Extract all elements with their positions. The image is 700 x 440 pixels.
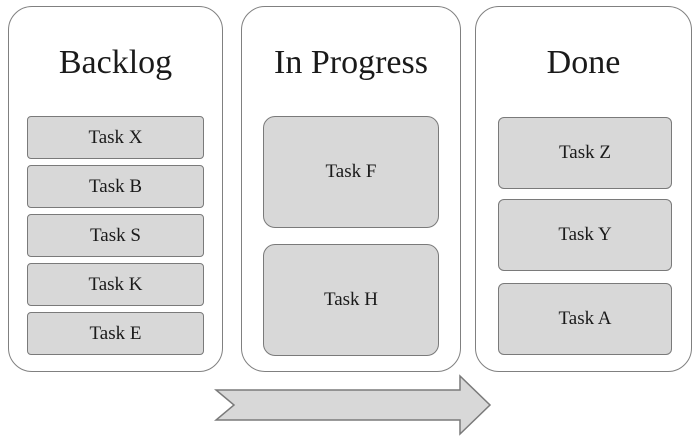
column-in-progress: In Progress Task F Task H (241, 6, 461, 372)
task-card[interactable]: Task H (263, 244, 439, 356)
column-title-in-progress: In Progress (274, 44, 428, 81)
task-card[interactable]: Task X (27, 116, 204, 159)
column-backlog: Backlog Task X Task B Task S Task K Task… (8, 6, 223, 372)
task-card[interactable]: Task E (27, 312, 204, 355)
task-card[interactable]: Task S (27, 214, 204, 257)
column-done: Done Task Z Task Y Task A (475, 6, 692, 372)
task-card[interactable]: Task Z (498, 117, 672, 189)
column-title-done: Done (546, 44, 621, 81)
task-card[interactable]: Task B (27, 165, 204, 208)
column-title-backlog: Backlog (58, 44, 173, 81)
task-card[interactable]: Task Y (498, 199, 672, 271)
task-card[interactable]: Task K (27, 263, 204, 306)
task-card[interactable]: Task A (498, 283, 672, 355)
right-arrow-icon (214, 374, 492, 436)
task-card[interactable]: Task F (263, 116, 439, 228)
